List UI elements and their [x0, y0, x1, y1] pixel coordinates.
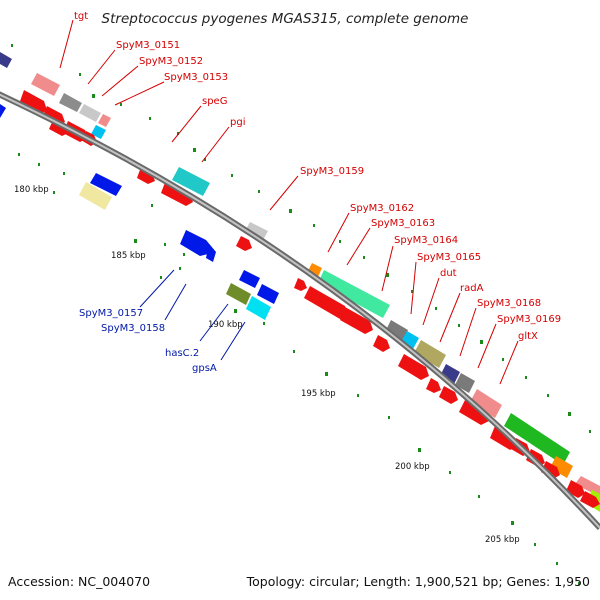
- gene-label-spym3-0157: SpyM3_0157: [79, 308, 143, 319]
- tick-label-185: 185 kbp: [111, 251, 146, 261]
- gene-label-pgi: pgi: [230, 117, 245, 128]
- tick-label-180: 180 kbp: [14, 185, 49, 195]
- reverse-features: [0, 104, 279, 320]
- tick-label-200: 200 kbp: [395, 462, 430, 472]
- position-ticks: 180 kbp 185 kbp 190 kbp 195 kbp 200 kbp …: [14, 185, 520, 545]
- tick-label-205: 205 kbp: [485, 535, 520, 545]
- outer-tick-ring: [11, 44, 591, 433]
- gene-label-dut: dut: [440, 268, 457, 279]
- gene-label-spym3-0164: SpyM3_0164: [394, 235, 458, 246]
- gene-label-spym3-0169: SpyM3_0169: [497, 314, 561, 325]
- forward-leader-lines: [59, 19, 519, 385]
- map-title: Streptococcus pyogenes MGAS315, complete…: [102, 11, 469, 27]
- gene-label-spym3-0159: SpyM3_0159: [300, 166, 364, 177]
- gene-label-spym3-0162: SpyM3_0162: [350, 203, 414, 214]
- gene-label-tgt: tgt: [74, 11, 88, 22]
- gene-label-spym3-0158: SpyM3_0158: [101, 323, 165, 334]
- gene-label-gltx: gltX: [518, 331, 538, 342]
- gene-label-spym3-0152: SpyM3_0152: [139, 56, 203, 67]
- tick-label-190: 190 kbp: [208, 320, 243, 330]
- gene-label-gpsa: gpsA: [192, 363, 217, 374]
- gene-label-spym3-0153: SpyM3_0153: [164, 72, 228, 83]
- genome-summary-text: Topology: circular; Length: 1,900,521 bp…: [246, 574, 590, 589]
- reverse-leader-lines: [139, 269, 246, 361]
- gene-label-spym3-0168: SpyM3_0168: [477, 298, 541, 309]
- accession-text: Accession: NC_004070: [8, 574, 150, 589]
- reverse-gene-labels: SpyM3_0157 SpyM3_0158 hasC.2 gpsA: [79, 308, 217, 374]
- gene-label-spym3-0151: SpyM3_0151: [116, 40, 180, 51]
- gene-label-spym3-0165: SpyM3_0165: [417, 252, 481, 263]
- tick-label-195: 195 kbp: [301, 389, 336, 399]
- gene-label-spym3-0163: SpyM3_0163: [371, 218, 435, 229]
- gene-label-rada: radA: [460, 283, 484, 294]
- inner-tick-ring: [18, 153, 580, 585]
- gene-label-speg: speG: [202, 96, 227, 107]
- forward-gene-labels: tgt SpyM3_0151 SpyM3_0152 SpyM3_0153 spe…: [74, 11, 561, 342]
- forward-features: [0, 52, 600, 512]
- gene-label-hasc2: hasC.2: [165, 348, 199, 359]
